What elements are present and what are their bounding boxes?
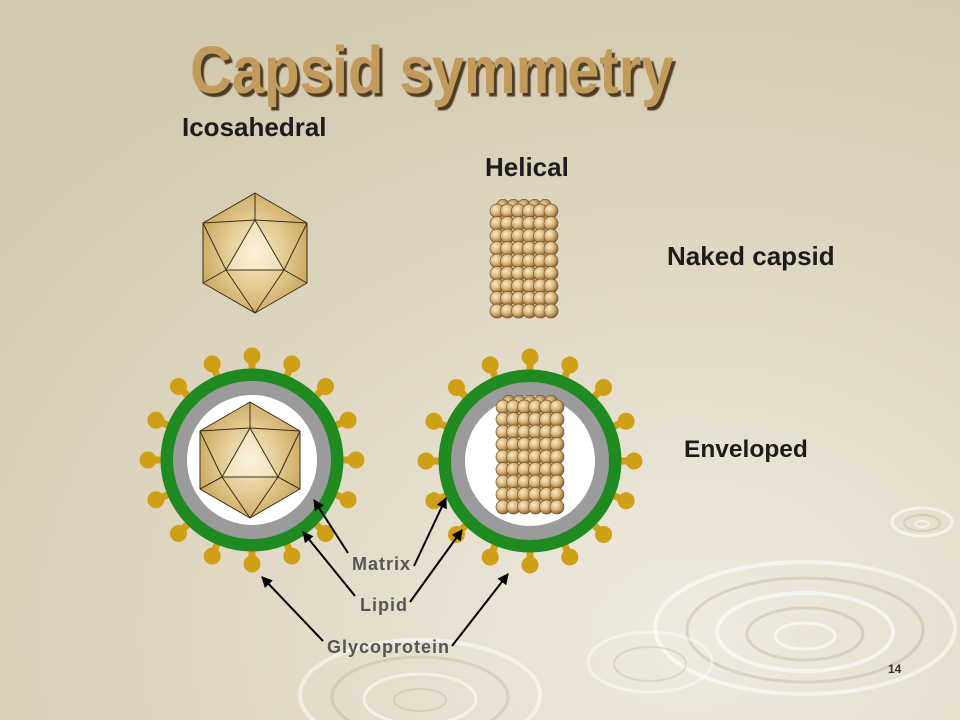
helical-subunit [543,241,559,256]
label-lipid: Lipid [360,595,408,615]
glycoprotein-knob [561,356,579,374]
helical-subunit [543,228,559,244]
glycoprotein-knob [147,491,165,509]
lipid-envelope [160,368,344,552]
label-helical: Helical [485,152,569,182]
matrix-layer [451,382,609,540]
glycoprotein-knob [561,548,579,566]
slide-title: Capsid symmetry [190,33,674,109]
icosahedron-edges [202,193,308,314]
glycoprotein-knob [521,556,539,574]
arrow-glycoprotein-right [451,573,509,647]
icosahedron-front-face [221,427,279,478]
ripple-bottom-center [586,630,714,694]
glycoprotein-knob [169,525,187,543]
slide-number: 14 [888,662,902,676]
enveloped-icosahedral-capsid [199,401,301,519]
helical-subunit [549,437,565,452]
helical-subunit [549,399,565,415]
helical-subunit [543,203,559,219]
pointer-arrows [261,497,509,647]
glycoprotein-knob [481,356,499,374]
label-naked-capsid: Naked capsid [667,241,835,271]
glycoprotein-knob [447,378,465,396]
helical-subunit [543,216,559,231]
icosahedron-front-face [225,219,285,271]
label-icosahedral: Icosahedral [182,112,327,142]
ripple-large [653,560,957,696]
enveloped-icosahedral-virus [139,347,365,573]
glycoprotein-knob [617,412,635,430]
helical-subunit [549,412,565,427]
glycoprotein-knob [203,547,221,565]
helical-subunit [543,266,559,281]
helical-subunit [549,462,565,477]
glycoprotein-knob [425,492,443,510]
helical-subunit [543,278,559,294]
glycoprotein-knob [243,555,261,573]
label-enveloped: Enveloped [684,436,808,463]
glycoprotein-knob [283,547,301,565]
helical-subunit [549,449,565,465]
arrow-lipid-right [409,529,463,603]
glycoprotein-knob [417,452,435,470]
ripple-bottom-left [298,638,542,720]
helical-subunit [543,253,559,269]
glycoprotein-knob [243,347,261,365]
helical-subunit [549,474,565,490]
glycoprotein-knob [347,451,365,469]
ripple-decoration [298,506,957,720]
enveloped-helical-capsid [495,395,565,515]
glycoprotein-knob [595,526,613,544]
helical-subunit [543,291,559,306]
helical-subunit [543,303,559,319]
ripple-small [890,506,954,538]
arrow-lipid-left [302,531,356,597]
glycoprotein-knob [447,526,465,544]
glycoprotein-knob [625,452,643,470]
helical-subunit [549,499,565,515]
glycoprotein-knob [425,412,443,430]
glycoprotein-knob [339,411,357,429]
label-glycoprotein: Glycoprotein [327,637,451,657]
arrow-matrix-left [313,499,349,554]
matrix-layer [173,381,331,539]
icosahedron-edges [199,402,301,519]
helical-subunit [549,487,565,502]
glycoprotein-knob [169,377,187,395]
label-matrix: Matrix [352,554,412,574]
glycoprotein-knob [339,491,357,509]
glycoprotein-knob [481,548,499,566]
glycoprotein-knob [617,492,635,510]
arrow-matrix-right [413,497,447,567]
glycoprotein-knob [595,378,613,396]
glycoprotein-knob [521,348,539,366]
glycoprotein-knob [283,355,301,373]
glycoprotein-knob [147,411,165,429]
glycoprotein-knob [317,377,335,395]
naked-helical-capsid [489,199,559,319]
lipid-envelope [438,369,622,553]
helical-subunit [549,424,565,440]
glycoprotein-knob [317,525,335,543]
glycoprotein-knob [139,451,157,469]
naked-icosahedral-capsid [202,192,308,314]
arrow-glycoprotein-left [261,576,324,642]
glycoprotein-knob [203,355,221,373]
